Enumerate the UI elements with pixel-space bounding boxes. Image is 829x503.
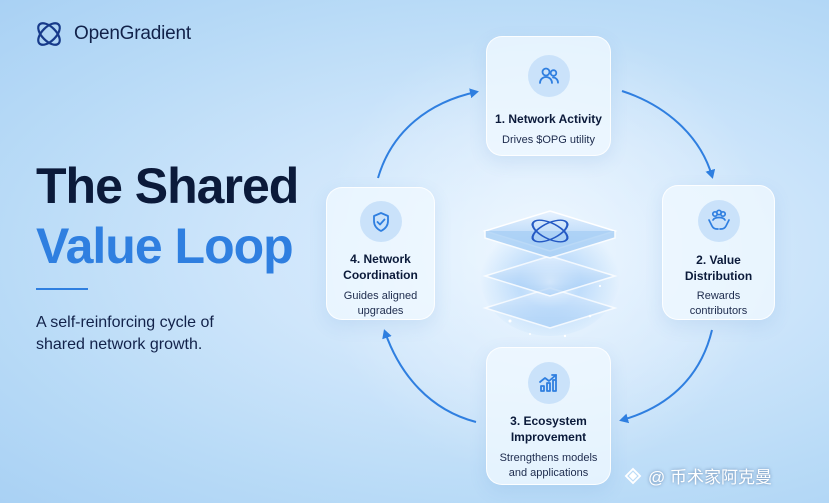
step-description: Drives $OPG utility [502,134,595,146]
brand-name: OpenGradient [74,23,191,44]
arrow-distribution-to-ecosystem [619,329,713,424]
step-title: 2. Value Distribution [684,253,753,283]
step-card-network-activity: 1. Network Activity Drives $OPG utility [486,36,611,156]
step-description: Guides aligned upgrades [343,290,418,317]
watermark: @ 币术家阿克曼 [622,463,772,488]
step-title: 1. Network Activity [495,112,602,126]
title-line-1: The Shared [36,158,299,214]
step-card-network-coordination: 4. Network Coordination Guides aligned u… [326,187,435,320]
opengradient-logo-icon [37,22,61,46]
step-card-value-distribution: 2. Value Distribution Rewards contributo… [662,185,775,320]
arrow-ecosystem-to-coordination [382,329,477,423]
hands-people-icon [697,200,740,242]
title-divider [36,288,88,290]
step-description: Strengthens models and applications [499,452,598,479]
growth-chart-icon [527,362,570,404]
title-line-2: Value Loop [36,218,294,274]
binance-square-icon [624,467,642,484]
step-title: 3. Ecosystem Improvement [510,414,587,444]
page-subtitle: A self-reinforcing cycle of shared netwo… [36,314,214,353]
step-description: Rewards contributors [689,290,748,317]
step-card-ecosystem-improvement: 3. Ecosystem Improvement Strengthens mod… [486,347,611,485]
watermark-text: @ 币术家阿克曼 [648,468,772,487]
brand-logo[interactable]: OpenGradient [32,17,191,51]
arrow-coordination-to-activity [377,88,479,179]
page-title: The Shared Value Loop [36,156,299,276]
layered-platform-icon [480,210,620,338]
users-icon [527,55,570,97]
shield-check-icon [359,201,402,242]
step-title: 4. Network Coordination [343,252,418,282]
arrow-activity-to-distribution [621,90,716,179]
